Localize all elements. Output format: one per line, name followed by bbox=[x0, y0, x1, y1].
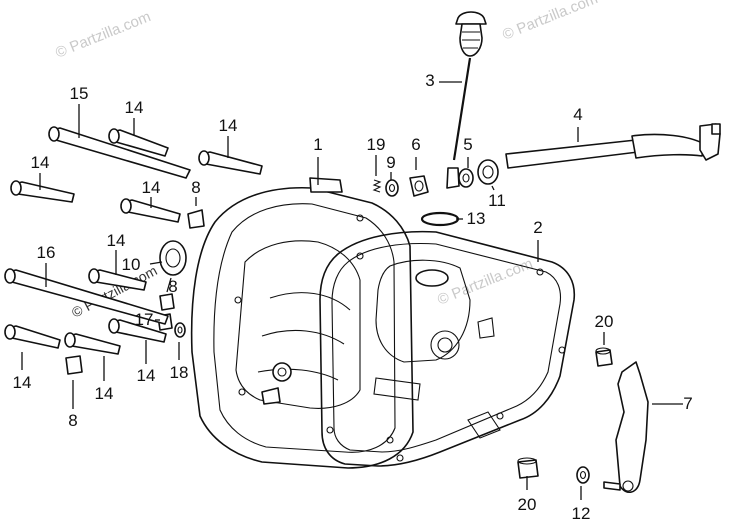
bolt-part-14-g bbox=[64, 332, 121, 355]
callout-label-c14a: 14 bbox=[125, 98, 144, 117]
watermark-top-left: © Partzilla.com bbox=[53, 8, 153, 62]
leader-line-c11 bbox=[491, 185, 495, 191]
nut-part-12 bbox=[576, 466, 590, 484]
spring-part-19 bbox=[372, 179, 382, 193]
kick-starter-part-4 bbox=[505, 123, 721, 169]
callout-label-c6: 6 bbox=[411, 135, 420, 154]
leader-line-c8b bbox=[166, 277, 172, 293]
callout-label-c3: 3 bbox=[425, 71, 434, 90]
callout-label-c14b: 14 bbox=[219, 116, 238, 135]
o-ring-part-13 bbox=[420, 211, 460, 227]
callout-label-c14d: 14 bbox=[142, 178, 161, 197]
callout-label-c1: 1 bbox=[313, 135, 322, 154]
callout-label-c13: 13 bbox=[467, 209, 486, 228]
bolt-part-14-a bbox=[108, 128, 169, 157]
bolt-part-14-d bbox=[120, 198, 181, 223]
callout-label-c14g: 14 bbox=[95, 384, 114, 403]
arm-part-7 bbox=[603, 361, 649, 493]
bolt-part-14-f bbox=[4, 324, 61, 349]
callout-label-c16: 16 bbox=[37, 243, 56, 262]
watermark-top-right: © Partzilla.com bbox=[500, 0, 600, 44]
callout-label-c5: 5 bbox=[463, 135, 472, 154]
callout-label-c14f: 14 bbox=[13, 373, 32, 392]
crankcase-cover-part-1 bbox=[190, 177, 414, 469]
gasket-part-2 bbox=[319, 230, 576, 467]
callout-label-c12: 12 bbox=[572, 504, 591, 523]
bolt-part-15 bbox=[48, 126, 191, 179]
callout-label-c10: 10 bbox=[122, 255, 141, 274]
clip-part-8-lower bbox=[65, 355, 83, 375]
callout-label-c14e: 14 bbox=[107, 231, 126, 250]
seal-part-11 bbox=[477, 159, 499, 185]
oil-dipstick-part-3 bbox=[446, 11, 487, 189]
plug-part-6 bbox=[409, 175, 429, 197]
callout-label-c15: 15 bbox=[70, 84, 89, 103]
washer-part-9 bbox=[385, 179, 399, 197]
callout-label-c20b: 20 bbox=[518, 495, 537, 514]
callout-label-c17: 17 bbox=[135, 310, 154, 329]
callout-label-c8c: 8 bbox=[68, 411, 77, 430]
clip-part-8-mid bbox=[159, 293, 175, 311]
bolt-part-16 bbox=[4, 268, 169, 325]
callout-layer: 1234567888910111213141414141414141415161… bbox=[13, 71, 693, 523]
bolt-part-14-b bbox=[198, 150, 263, 175]
callout-label-c7: 7 bbox=[683, 394, 692, 413]
callout-label-c4: 4 bbox=[573, 105, 582, 124]
callout-label-c20a: 20 bbox=[595, 312, 614, 331]
callout-label-c8b: 8 bbox=[168, 277, 177, 296]
callout-label-c11: 11 bbox=[488, 191, 506, 210]
callout-label-c2: 2 bbox=[533, 218, 542, 237]
bolt-part-14-h bbox=[108, 318, 167, 343]
washer-part-18 bbox=[174, 322, 186, 338]
callout-label-c9: 9 bbox=[386, 153, 395, 172]
bolt-part-14-c bbox=[10, 180, 75, 203]
dowel-pin-part-20-lower bbox=[517, 457, 539, 479]
clip-part-8-upper bbox=[187, 209, 205, 229]
dowel-pin-part-20-upper bbox=[595, 347, 613, 367]
bolt-part-14-e bbox=[88, 268, 147, 291]
oil-seal-part-10 bbox=[159, 240, 187, 276]
callout-label-c18: 18 bbox=[170, 363, 189, 382]
callout-label-c14h: 14 bbox=[137, 366, 156, 385]
leader-line-c10 bbox=[149, 261, 163, 265]
watermark-center: © Partzilla.com bbox=[435, 255, 535, 309]
seal-part-5 bbox=[458, 168, 474, 188]
callout-label-c14c: 14 bbox=[31, 153, 50, 172]
callout-label-c19: 19 bbox=[367, 135, 386, 154]
callout-label-c8a: 8 bbox=[191, 178, 200, 197]
